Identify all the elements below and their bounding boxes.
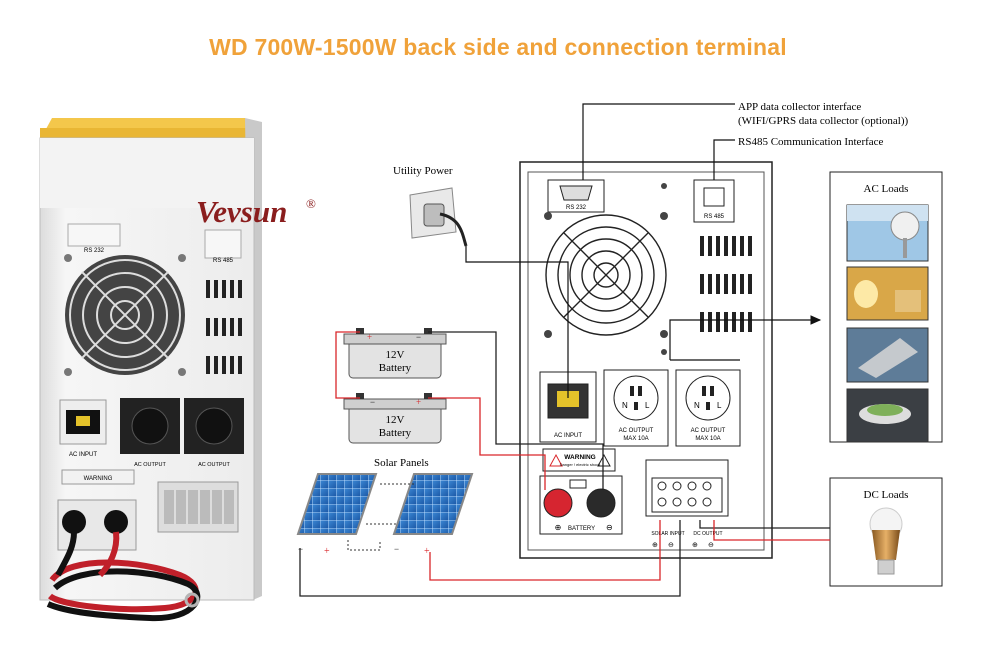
solar-panels-label: Solar Panels xyxy=(374,457,429,469)
svg-text:+: + xyxy=(416,397,421,407)
battery-1-voltage: 12V xyxy=(386,349,405,361)
svg-text:−: − xyxy=(370,397,375,407)
socket-1-l-label: L xyxy=(645,401,650,410)
svg-text:⊕: ⊕ xyxy=(692,542,698,549)
ac-output-1-label: AC OUTPUT xyxy=(619,428,654,434)
svg-text:+: + xyxy=(367,332,372,342)
cooker-icon xyxy=(846,388,929,443)
laptop-icon xyxy=(846,327,929,383)
plug-icon xyxy=(409,187,468,247)
solar-panel-icon xyxy=(296,473,378,535)
battery-2-word: Battery xyxy=(379,427,412,439)
svg-text:−: − xyxy=(394,544,399,554)
lamp-icon xyxy=(846,266,929,321)
photo-warning-label: WARNING xyxy=(84,476,113,482)
svg-text:⊖: ⊖ xyxy=(708,542,714,549)
ac-input-label: AC INPUT xyxy=(554,433,582,439)
battery-1-word: Battery xyxy=(379,362,412,374)
ac-socket-icon: N L xyxy=(603,369,669,447)
rs485-interface-label: RS485 Communication Interface xyxy=(738,136,884,148)
fan-grille-icon xyxy=(64,254,186,376)
rs232-port-label: RS 232 xyxy=(566,205,587,211)
svg-text:⊖: ⊖ xyxy=(606,523,613,532)
warning-sub-label: Danger ! electric shock xyxy=(560,462,601,467)
svg-text:⊖: ⊖ xyxy=(668,542,674,549)
warning-label: WARNING xyxy=(564,454,595,461)
svg-text:+: + xyxy=(324,546,330,557)
dc-output-label: DC OUTPUT xyxy=(693,531,722,537)
utility-power-label: Utility Power xyxy=(393,165,453,177)
svg-text:−: − xyxy=(416,332,421,342)
inverter-photo: RS 232 RS 485 AC INPUT AC OUTPUT xyxy=(39,118,262,622)
socket-2-n-label: N xyxy=(694,401,700,410)
app-interface-label: APP data collector interface xyxy=(738,101,861,113)
svg-text:⊕: ⊕ xyxy=(652,542,658,549)
battery-2-voltage: 12V xyxy=(386,414,405,426)
fan-load-icon xyxy=(846,204,929,262)
page-title: WD 700W-1500W back side and connection t… xyxy=(209,34,787,60)
dc-loads-label: DC Loads xyxy=(864,489,909,501)
ac-loads-label: AC Loads xyxy=(864,183,909,195)
brand-registered-mark: ® xyxy=(306,196,316,211)
battery-icon: 12V Battery xyxy=(343,328,447,379)
solar-input-label: SOLAR INPUT xyxy=(651,531,684,537)
photo-ac-input-label: AC INPUT xyxy=(69,452,97,458)
battery-icon: 12V Battery xyxy=(343,393,447,444)
ac-output-2-label: AC OUTPUT xyxy=(691,428,726,434)
brand-logo: Vevsun xyxy=(196,194,287,229)
ac-output-2-max: MAX 10A xyxy=(695,436,720,442)
socket-2-l-label: L xyxy=(717,401,722,410)
battery-terminal-label: BATTERY xyxy=(568,526,595,532)
svg-text:+: + xyxy=(424,546,430,557)
photo-rs232-label: RS 232 xyxy=(84,248,105,254)
bulb-icon xyxy=(869,507,903,575)
photo-rs485-label: RS 485 xyxy=(213,258,234,264)
solar-panel-icon xyxy=(392,473,474,535)
svg-text:⊕: ⊕ xyxy=(555,523,562,532)
photo-ac-output-1-label: AC OUTPUT xyxy=(134,462,166,468)
ac-output-1-max: MAX 10A xyxy=(623,436,648,442)
schematic-fan-icon xyxy=(545,214,667,336)
rs485-port-label: RS 485 xyxy=(704,214,725,220)
app-interface-sub-label: (WIFI/GPRS data collector (optional)) xyxy=(738,115,908,127)
photo-ac-output-2-label: AC OUTPUT xyxy=(198,462,230,468)
socket-1-n-label: N xyxy=(622,401,628,410)
ac-socket-icon: N L xyxy=(675,369,741,447)
